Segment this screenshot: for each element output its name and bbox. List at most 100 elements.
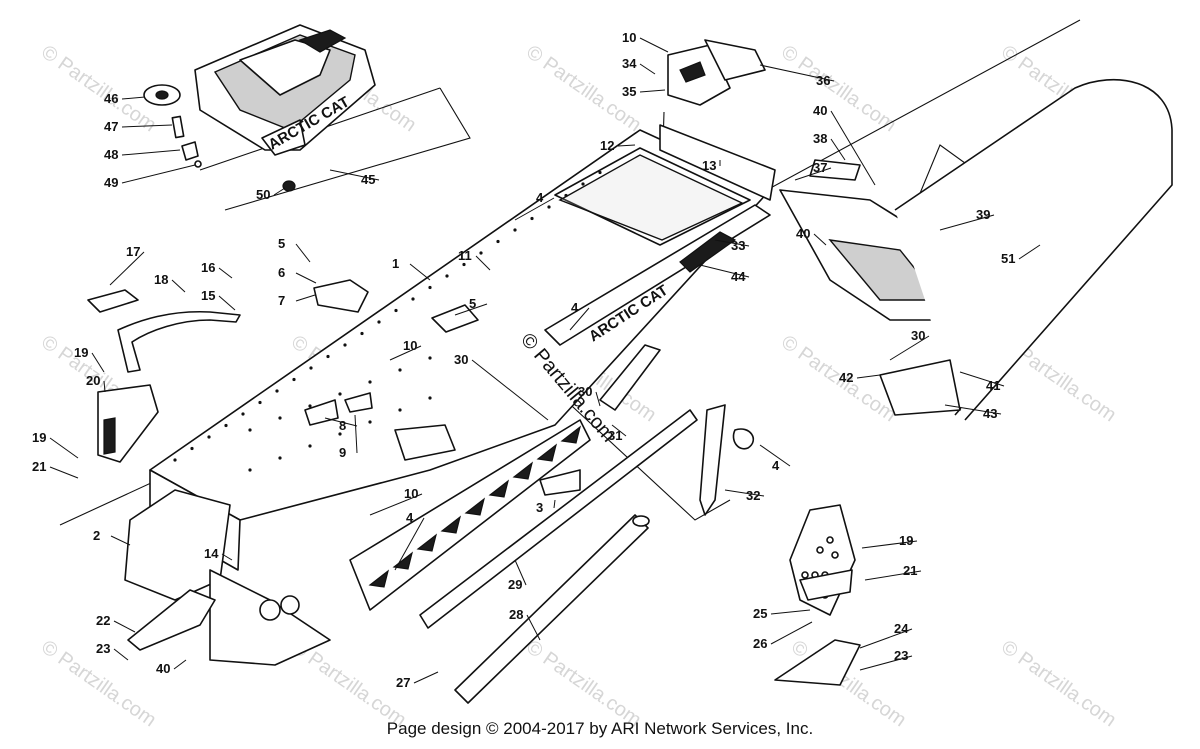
rivet bbox=[411, 297, 415, 301]
callout-number: 40 bbox=[796, 226, 810, 241]
traction-cutout bbox=[512, 461, 534, 480]
callout-leader-line bbox=[109, 251, 145, 286]
callout-number: 16 bbox=[201, 260, 215, 275]
rivet bbox=[309, 366, 313, 370]
callout-number: 21 bbox=[32, 459, 46, 474]
running-board-traction-cutouts bbox=[368, 425, 582, 588]
side-bracket-parts bbox=[599, 344, 754, 516]
rivet bbox=[173, 458, 177, 462]
callout-number: 23 bbox=[96, 641, 110, 656]
callout-layer: 1234444556789101010111213141516171819191… bbox=[32, 30, 1041, 690]
callout-leader-line bbox=[830, 138, 846, 161]
page-footer: Page design © 2004-2017 by ARI Network S… bbox=[386, 719, 814, 738]
callout-number: 27 bbox=[396, 675, 410, 690]
callout-leader-line bbox=[295, 272, 317, 284]
callout-leader-line bbox=[49, 466, 79, 479]
callout-leader-line bbox=[171, 279, 186, 293]
snow-flap-part bbox=[779, 159, 961, 321]
rivet bbox=[394, 308, 398, 313]
callout-number: 45 bbox=[361, 172, 375, 187]
callout-number: 49 bbox=[104, 175, 118, 190]
callout-number: 30 bbox=[911, 328, 925, 343]
rivet bbox=[581, 182, 585, 186]
callout-number: 5 bbox=[469, 296, 476, 311]
rivet bbox=[377, 320, 381, 324]
callout-number: 38 bbox=[813, 131, 827, 146]
callout-number: 15 bbox=[201, 288, 215, 303]
callout-leader-line bbox=[218, 295, 236, 311]
rear-rail-parts bbox=[419, 409, 698, 704]
rivet bbox=[224, 423, 228, 428]
callout-number: 10 bbox=[622, 30, 636, 45]
callout-leader-line bbox=[103, 380, 106, 393]
footrest-hole bbox=[826, 536, 834, 544]
callout-number: 3 bbox=[536, 500, 543, 515]
callout-leader-line bbox=[369, 493, 423, 516]
rivet bbox=[398, 368, 402, 372]
callout-leader-line bbox=[889, 335, 930, 361]
callout-number: 40 bbox=[813, 103, 827, 118]
callout-number: 19 bbox=[899, 533, 913, 548]
callout-leader-line bbox=[91, 352, 105, 373]
callout-leader-line bbox=[273, 187, 286, 196]
callout-leader-line bbox=[354, 414, 358, 454]
rivet bbox=[564, 193, 568, 198]
callout-number: 32 bbox=[746, 488, 760, 503]
callout-number: 25 bbox=[753, 606, 767, 621]
callout-leader-line bbox=[218, 267, 233, 279]
rivet bbox=[547, 205, 551, 209]
callout-number: 5 bbox=[278, 236, 285, 251]
footrest-step-parts bbox=[774, 504, 861, 686]
rivet bbox=[338, 432, 342, 436]
footrest-hole bbox=[831, 551, 839, 559]
callout-leader-line bbox=[759, 444, 791, 467]
rivet bbox=[428, 396, 432, 400]
traction-cutout bbox=[368, 569, 390, 588]
callout-number: 4 bbox=[536, 190, 544, 205]
callout-number: 13 bbox=[702, 158, 716, 173]
callout-leader-line bbox=[813, 233, 827, 246]
callout-number: 14 bbox=[204, 546, 219, 561]
callout-leader-line bbox=[859, 655, 913, 671]
callout-leader-line bbox=[1018, 244, 1041, 260]
callout-number: 6 bbox=[278, 265, 285, 280]
callout-leader-line bbox=[121, 164, 196, 184]
callout-number: 33 bbox=[731, 238, 745, 253]
tunnel-rivets bbox=[173, 170, 602, 472]
rivet bbox=[368, 420, 372, 424]
callout-number: 2 bbox=[93, 528, 100, 543]
callout-leader-line bbox=[959, 371, 1005, 387]
watermark-text: © Partzilla.com bbox=[37, 41, 160, 136]
footrest-hole bbox=[801, 571, 809, 579]
callout-number: 37 bbox=[813, 160, 827, 175]
callout-leader-line bbox=[714, 239, 750, 247]
callout-leader-line bbox=[471, 359, 549, 421]
rivet bbox=[338, 392, 342, 396]
rear-light-parts bbox=[659, 39, 776, 201]
callout-number: 34 bbox=[622, 56, 637, 71]
callout-leader-line bbox=[389, 345, 422, 361]
callout-number: 22 bbox=[96, 613, 110, 628]
callout-leader-line bbox=[864, 570, 922, 581]
callout-leader-line bbox=[324, 417, 358, 427]
callout-leader-line bbox=[611, 424, 627, 437]
callout-number: 20 bbox=[86, 373, 100, 388]
callout-leader-line bbox=[221, 553, 233, 561]
callout-number: 4 bbox=[406, 510, 414, 525]
callout-number: 7 bbox=[278, 293, 285, 308]
callout-number: 36 bbox=[816, 73, 830, 88]
gusset-parts bbox=[304, 279, 479, 461]
callout-leader-line bbox=[595, 391, 601, 407]
callout-number: 1 bbox=[392, 256, 399, 271]
rivet bbox=[278, 456, 282, 460]
callout-leader-line bbox=[121, 96, 146, 100]
rivet bbox=[479, 251, 483, 255]
callout-leader-line bbox=[113, 620, 136, 633]
callout-leader-line bbox=[856, 374, 881, 379]
callout-leader-line bbox=[173, 659, 187, 670]
rivet bbox=[428, 285, 432, 290]
callout-leader-line bbox=[394, 517, 425, 571]
callout-number: 42 bbox=[839, 370, 853, 385]
callout-number: 44 bbox=[731, 269, 746, 284]
watermark-text: © Partzilla.com bbox=[777, 41, 900, 136]
